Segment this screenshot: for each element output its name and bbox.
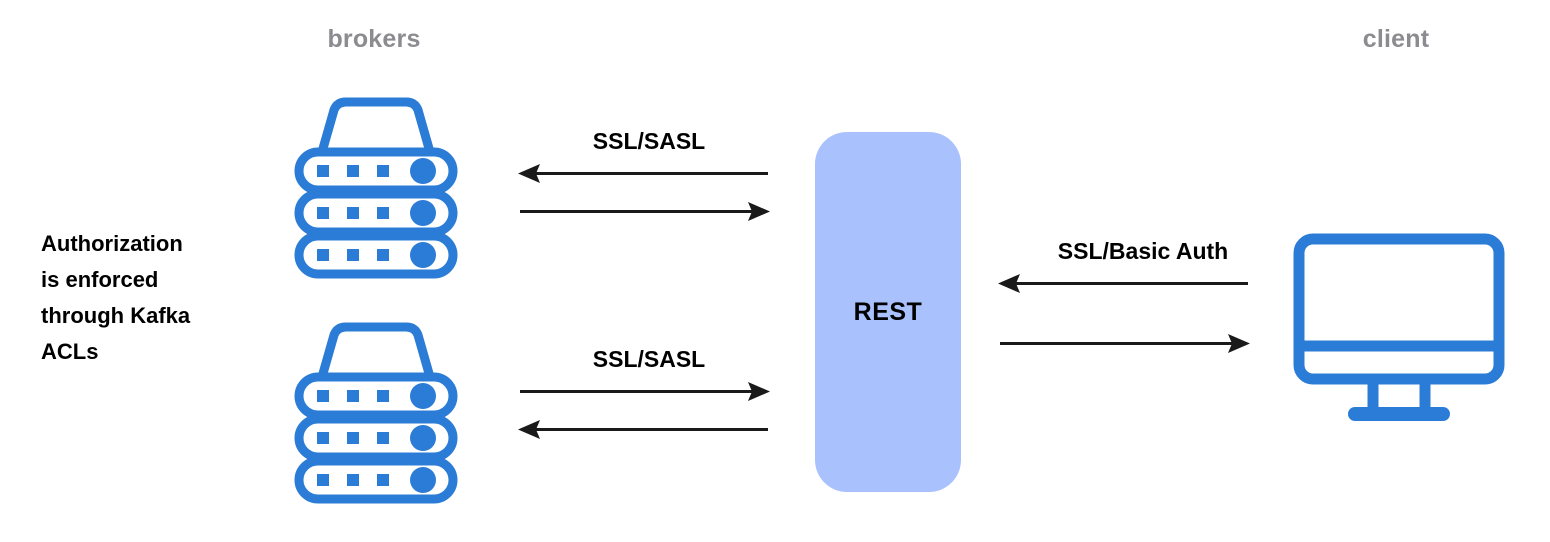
arrow-right-broker-bottom-to-rest bbox=[520, 382, 770, 401]
connection-rest-client bbox=[992, 270, 1254, 358]
annotation-line-3: through Kafka bbox=[41, 303, 191, 328]
annotation-line-4: ACLs bbox=[41, 339, 99, 364]
annotation-authorization-note: Authorization is enforced through Kafka … bbox=[41, 226, 251, 370]
server-stack-icon bbox=[294, 97, 458, 279]
arrow-right-broker-top-to-rest bbox=[520, 202, 770, 221]
arrow-right-rest-to-client bbox=[1000, 334, 1250, 353]
connection-broker-top-rest bbox=[512, 160, 774, 230]
arrow-left-rest-to-broker-bottom bbox=[518, 420, 768, 439]
group-label-client: client bbox=[1362, 25, 1430, 53]
arrow-left-client-to-rest bbox=[998, 274, 1248, 293]
node-broker-bottom[interactable] bbox=[292, 321, 460, 504]
group-label-brokers: brokers bbox=[327, 25, 421, 53]
annotation-line-2: is enforced bbox=[41, 267, 159, 292]
edge-label-broker-bottom-ssl-sasl: SSL/SASL bbox=[592, 346, 706, 372]
server-stack-icon bbox=[294, 322, 458, 504]
desktop-monitor-icon bbox=[1293, 233, 1505, 421]
annotation-line-1: Authorization bbox=[41, 231, 183, 256]
rest-label: REST bbox=[853, 297, 923, 326]
arrow-left-rest-to-broker-top bbox=[518, 164, 768, 183]
node-broker-top[interactable] bbox=[292, 96, 460, 279]
edge-label-broker-top-ssl-sasl: SSL/SASL bbox=[592, 128, 706, 154]
connection-broker-bottom-rest bbox=[512, 378, 774, 448]
node-client[interactable] bbox=[1293, 233, 1505, 425]
edge-label-rest-client-ssl-basic-auth: SSL/Basic Auth bbox=[1057, 238, 1229, 264]
node-rest-proxy[interactable]: REST bbox=[815, 132, 961, 492]
